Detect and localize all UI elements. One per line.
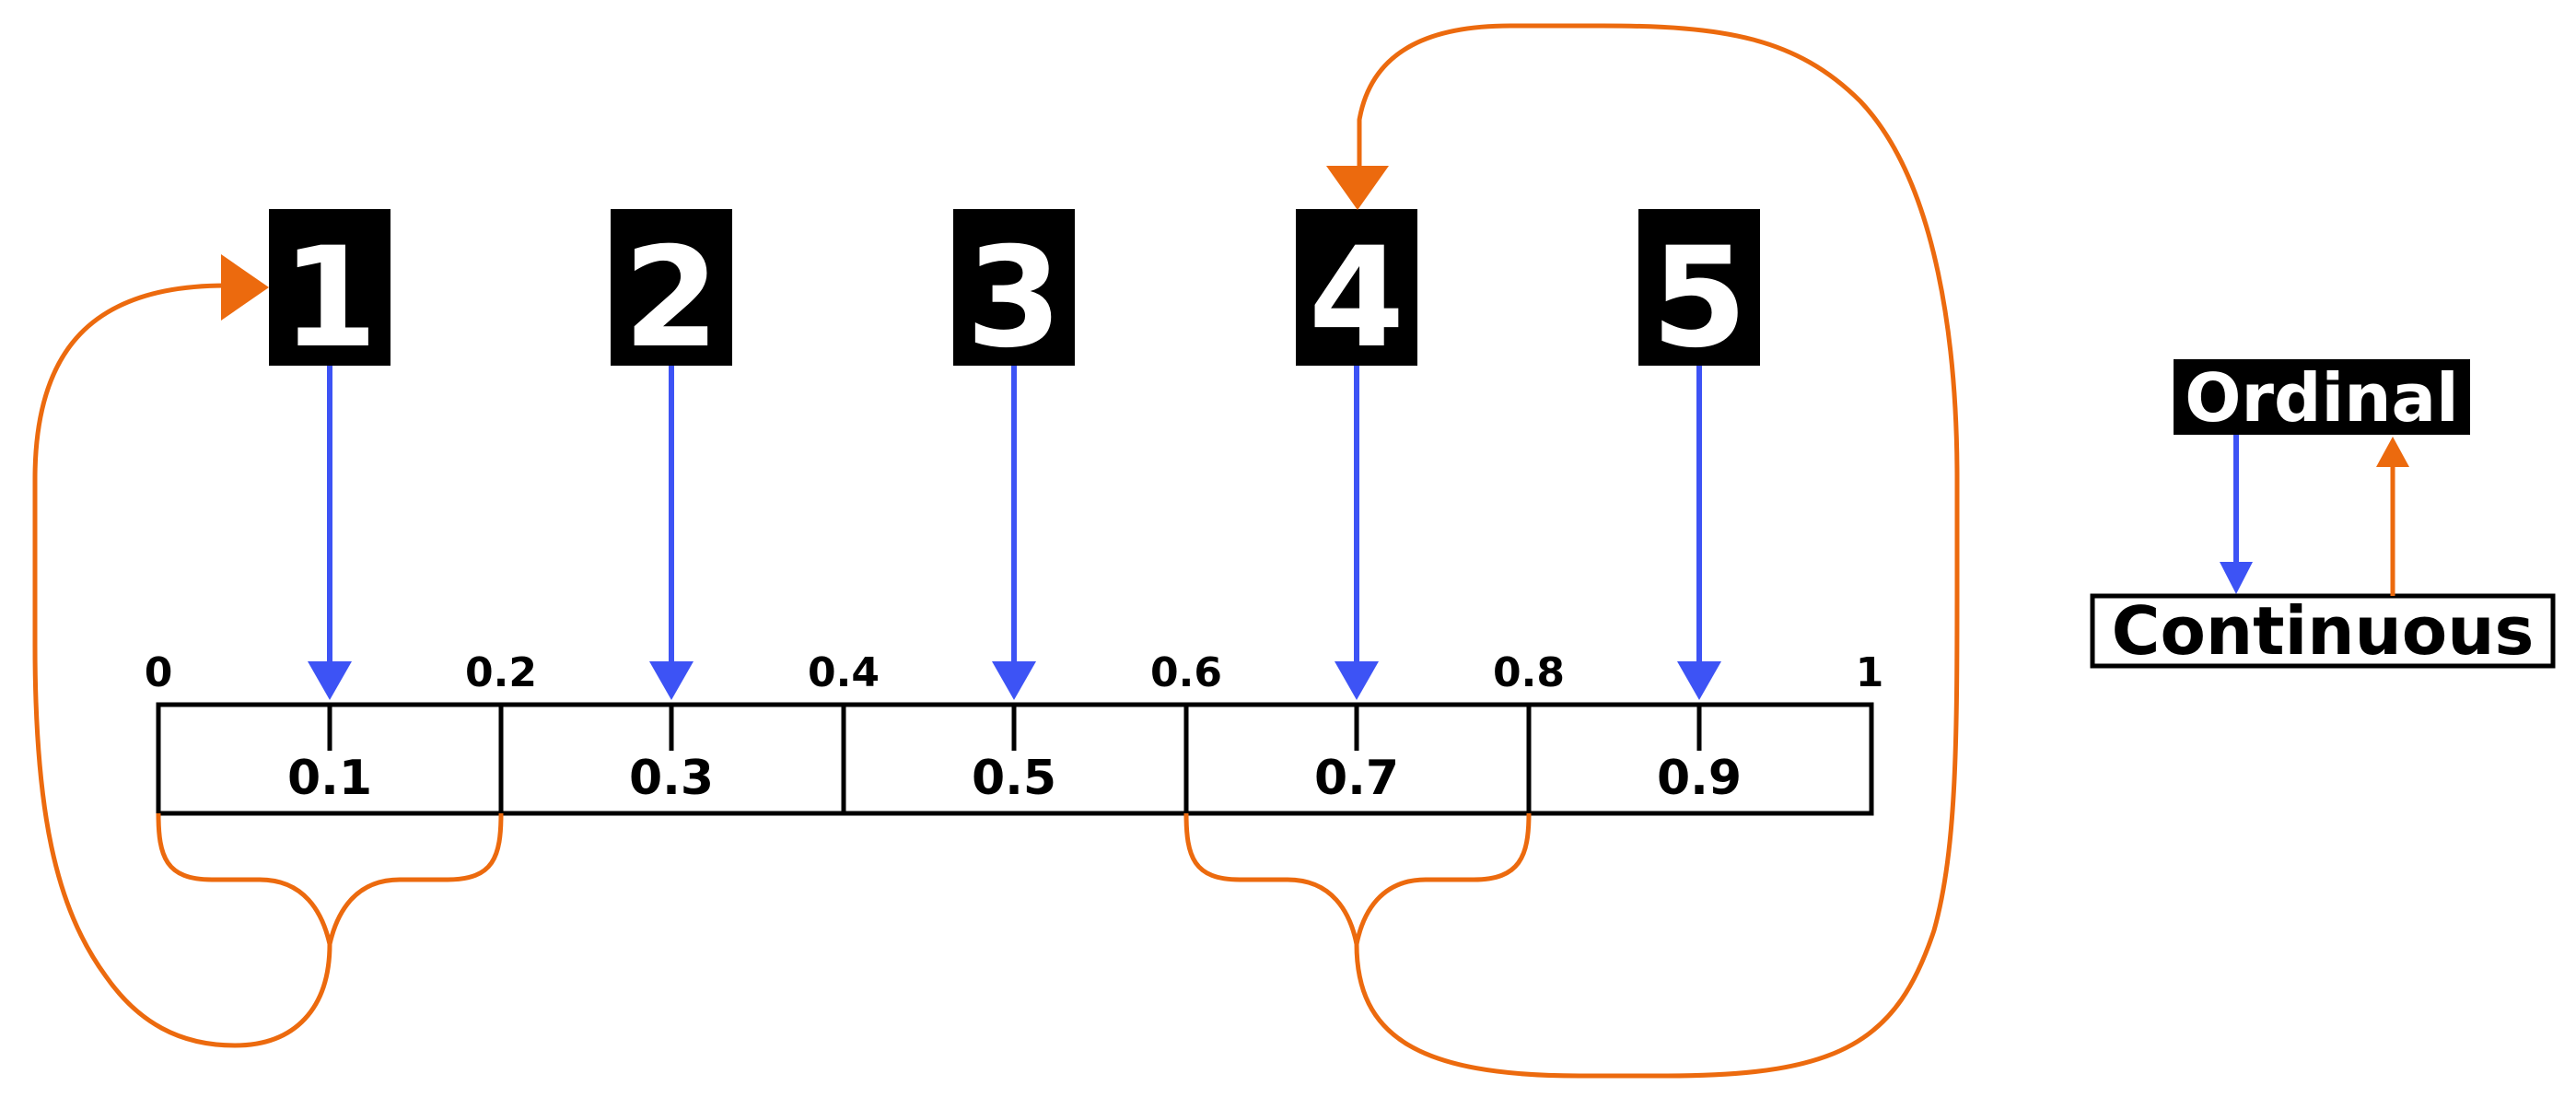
legend: Ordinal Continuous xyxy=(2090,359,2556,670)
blue-arrow-5 xyxy=(1677,366,1721,700)
ordinal-box-3: 3 xyxy=(953,209,1075,379)
boundary-label-0: 0 xyxy=(145,649,173,696)
midpoint-label-5: 0.9 xyxy=(1657,751,1742,806)
midpoint-label-2: 0.3 xyxy=(629,751,714,806)
boundary-label-0-6: 0.6 xyxy=(1150,649,1222,696)
blue-arrow-2 xyxy=(649,366,694,700)
ordinal-box-2: 2 xyxy=(611,209,732,379)
ordinal-label-5: 5 xyxy=(1651,218,1747,379)
blue-arrow-3 xyxy=(992,366,1036,700)
ordinal-label-1: 1 xyxy=(282,218,378,379)
orange-arrowhead-1 xyxy=(221,254,269,321)
boundary-label-1: 1 xyxy=(1856,649,1884,696)
ordinal-label-2: 2 xyxy=(624,218,719,379)
orange-brace-interval-1 xyxy=(156,812,504,945)
legend-ordinal-box xyxy=(2174,359,2470,435)
legend-orange-arrow xyxy=(2376,437,2409,596)
legend-ordinal-label: Ordinal xyxy=(2185,359,2458,437)
ordinal-box-4: 4 xyxy=(1296,209,1417,379)
legend-blue-arrow xyxy=(2220,435,2253,594)
legend-continuous-box xyxy=(2090,593,2556,669)
midpoint-label-3: 0.5 xyxy=(972,751,1056,806)
ordinal-box-5: 5 xyxy=(1638,209,1760,379)
midpoint-label-4: 0.7 xyxy=(1314,751,1399,806)
orange-arrowhead-4 xyxy=(1326,166,1389,210)
midpoint-label-1: 0.1 xyxy=(287,751,372,806)
legend-continuous-label: Continuous xyxy=(2112,592,2535,670)
boundary-label-0-8: 0.8 xyxy=(1493,649,1565,696)
orange-loop-to-ordinal-4 xyxy=(1326,23,1960,1079)
orange-brace-interval-4 xyxy=(1183,812,1532,945)
blue-arrow-1 xyxy=(308,366,352,700)
boundary-label-0-2: 0.2 xyxy=(465,649,537,696)
ordinal-label-3: 3 xyxy=(966,218,1062,379)
blue-arrow-4 xyxy=(1335,366,1379,700)
boundary-label-0-4: 0.4 xyxy=(808,649,880,696)
orange-loop-to-ordinal-1 xyxy=(32,254,332,1048)
ordinal-label-4: 4 xyxy=(1309,218,1405,379)
ordinal-box-1: 1 xyxy=(269,209,390,379)
